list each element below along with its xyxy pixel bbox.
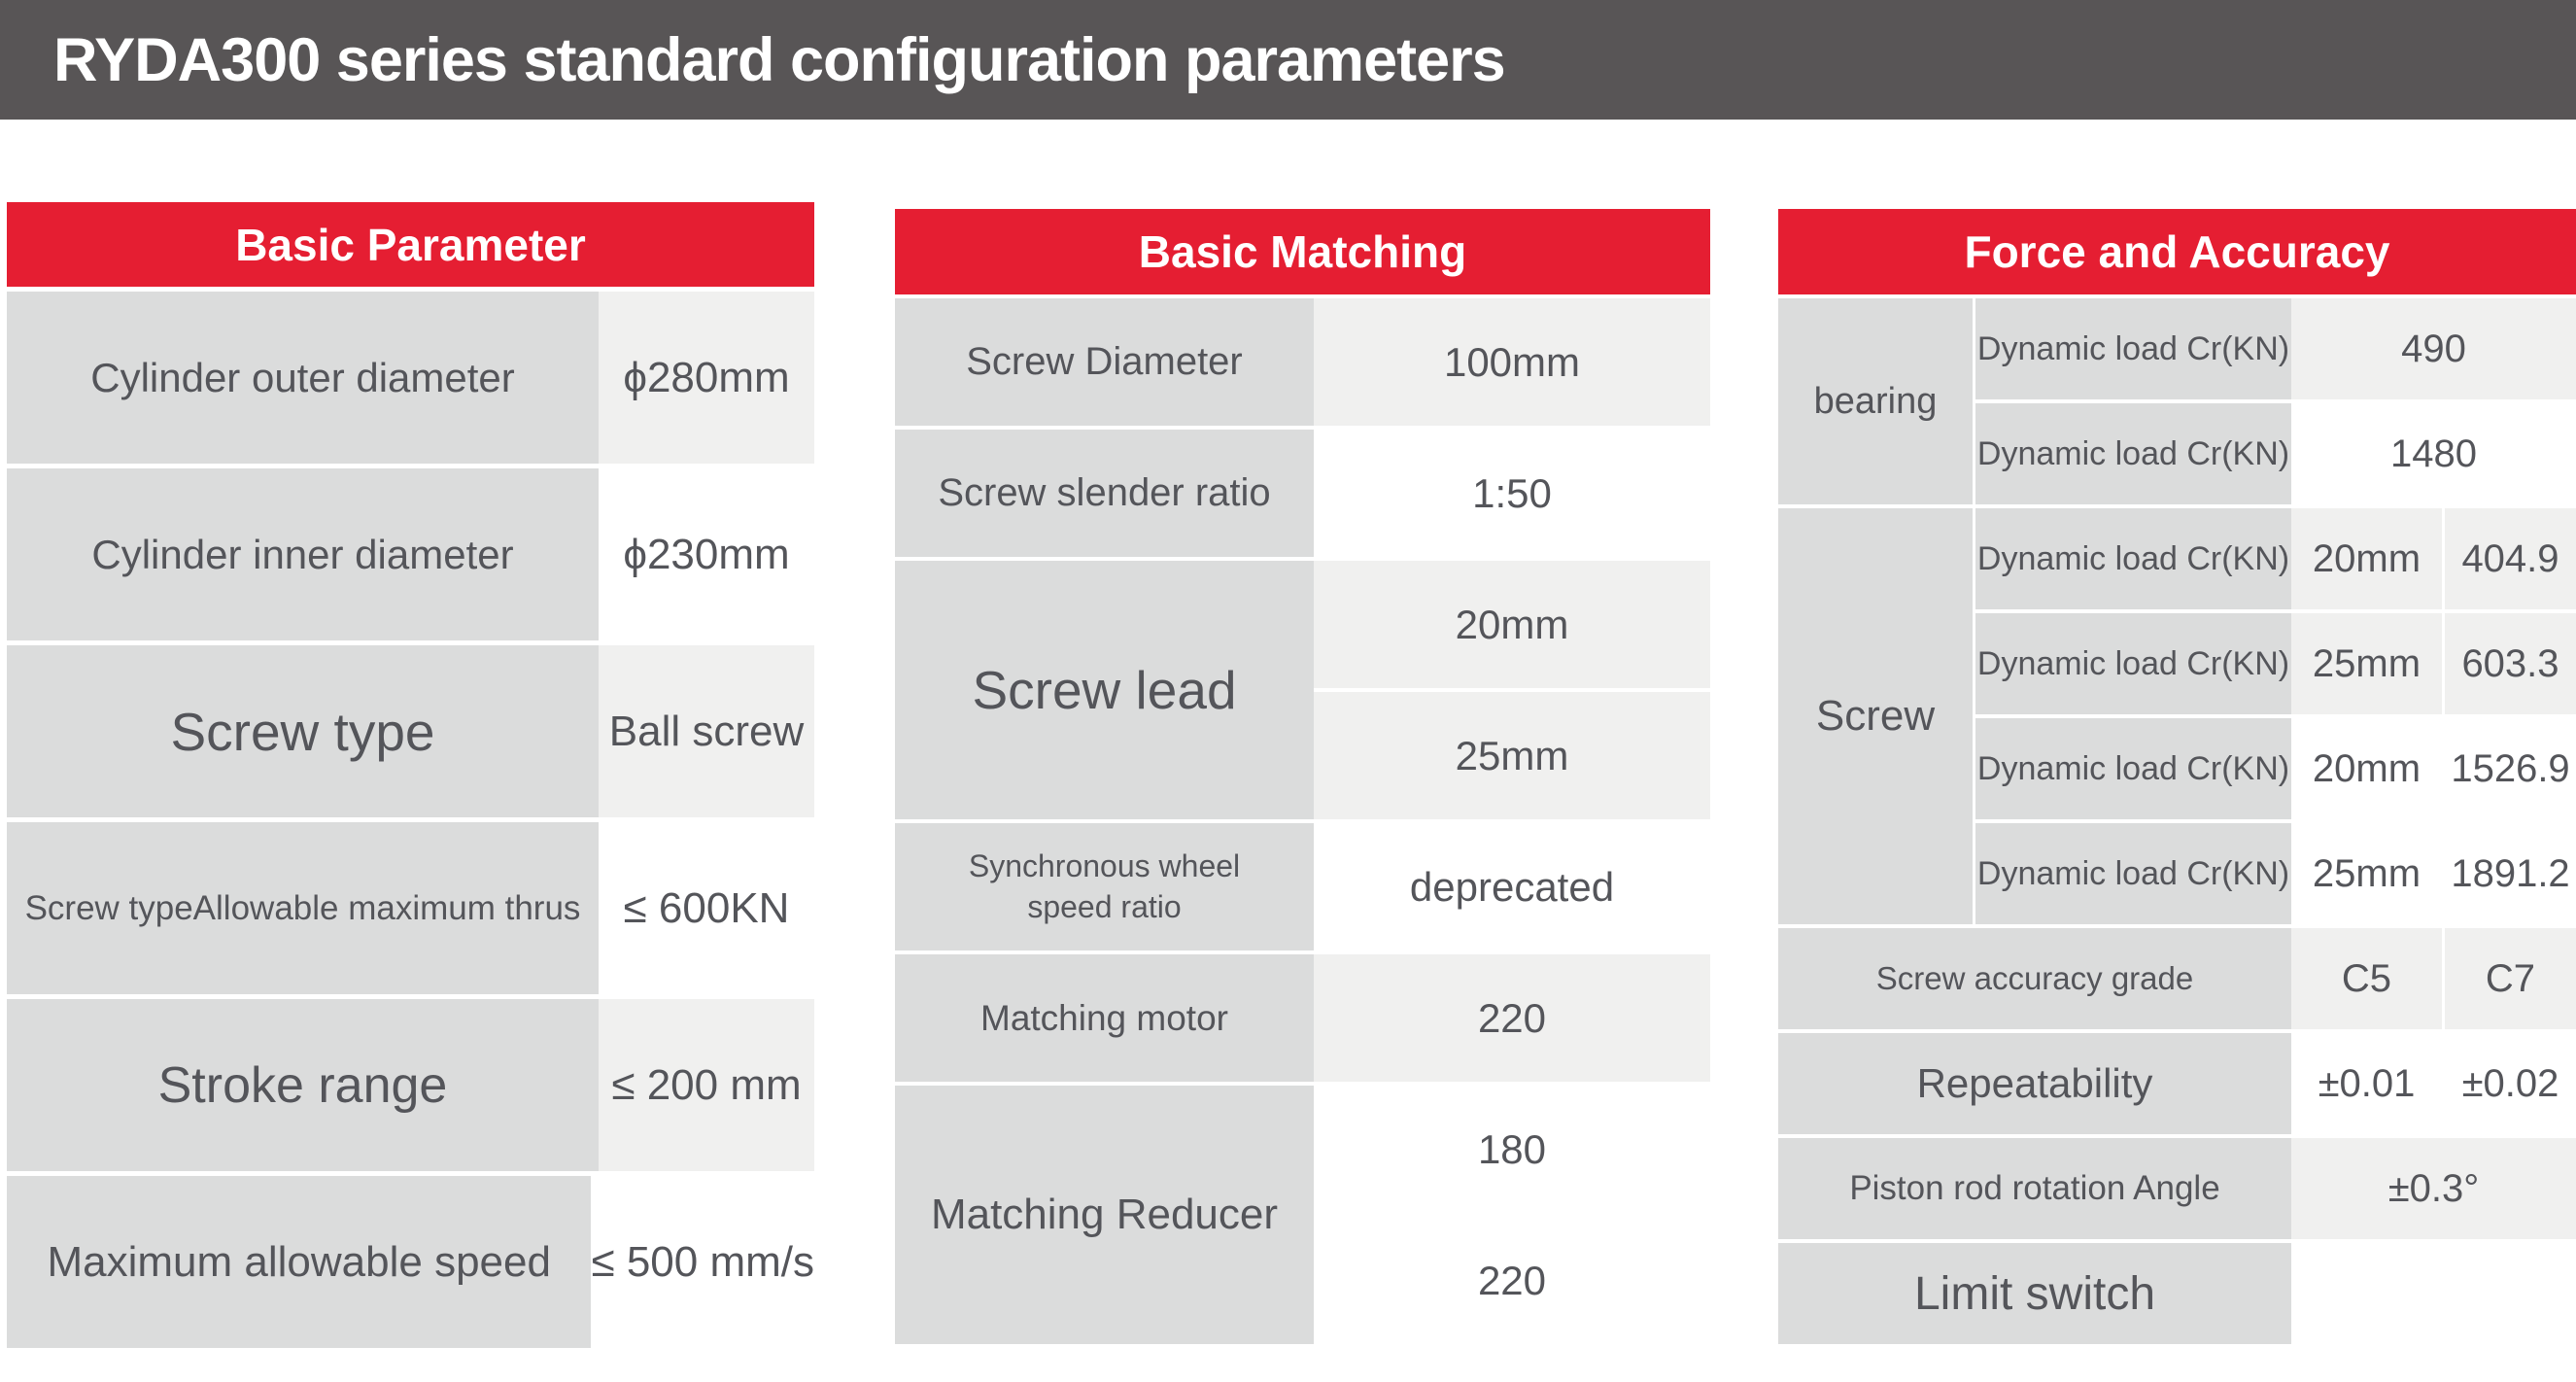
row-value: ≤ 500 mm/s	[591, 1176, 814, 1348]
row-label: Cylinder inner diameter	[7, 468, 599, 640]
row-value: ≤ 600KN	[599, 822, 814, 994]
table-header: Basic Parameter	[7, 202, 814, 287]
group-bearing: bearing Dynamic load Cr(KN) 490 Dynamic …	[1778, 298, 2576, 504]
value-cell: 603.3	[2445, 613, 2576, 714]
row-value: 220	[1314, 954, 1710, 1082]
table-row-group: Screw lead 20mm 25mm	[895, 561, 1710, 819]
row-label: Screw Diameter	[895, 298, 1314, 426]
title-bar: RYDA300 series standard configuration pa…	[0, 0, 2576, 120]
value-cell: 1480	[2291, 403, 2576, 504]
value-cell: ±0.3°	[2291, 1138, 2576, 1239]
row-label: Piston rod rotation Angle	[1778, 1138, 2291, 1239]
table-row: Screw accuracy grade C5 C7	[1778, 928, 2576, 1029]
table-row: Dynamic load Cr(KN) 490	[1975, 298, 2576, 399]
row-value: Ball screw	[599, 645, 814, 817]
table-row: Dynamic load Cr(KN) 20mm 404.9	[1975, 508, 2576, 609]
table-row: Dynamic load Cr(KN) 25mm 1891.2	[1975, 823, 2576, 924]
row-value: 180	[1314, 1086, 1710, 1213]
table-row: Stroke range ≤ 200 mm	[7, 999, 814, 1171]
param-cell: Dynamic load Cr(KN)	[1975, 613, 2291, 714]
row-value: 100mm	[1314, 298, 1710, 426]
param-cell: Dynamic load Cr(KN)	[1975, 403, 2291, 504]
row-label: Screw accuracy grade	[1778, 928, 2291, 1029]
group-cell: bearing	[1778, 298, 1973, 504]
size-cell: 20mm	[2291, 718, 2442, 819]
group-rows: Dynamic load Cr(KN) 20mm 404.9 Dynamic l…	[1975, 508, 2576, 924]
row-value: 20mm	[1314, 561, 1710, 688]
value-cell: C7	[2445, 928, 2576, 1029]
row-value: ϕ230mm	[599, 468, 814, 640]
table-row: Dynamic load Cr(KN) 25mm 603.3	[1975, 613, 2576, 714]
table-force-and-accuracy: Force and Accuracy bearing Dynamic load …	[1778, 209, 2576, 1348]
page-title: RYDA300 series standard configuration pa…	[53, 25, 1506, 94]
value-cell	[2291, 1243, 2576, 1344]
table-row: Screw slender ratio 1:50	[895, 430, 1710, 557]
row-label: Matching Reducer	[895, 1086, 1314, 1344]
row-value: ≤ 200 mm	[599, 999, 814, 1171]
table-row: Screw typeAllowable maximum thrus ≤ 600K…	[7, 822, 814, 994]
value-cell: ±0.02	[2445, 1033, 2576, 1134]
value-cell: 404.9	[2445, 508, 2576, 609]
table-row-group: Matching Reducer 180 220	[895, 1086, 1710, 1344]
group-rows: Dynamic load Cr(KN) 490 Dynamic load Cr(…	[1975, 298, 2576, 504]
table-row: Maximum allowable speed ≤ 500 mm/s	[7, 1176, 814, 1348]
row-label: Stroke range	[7, 999, 599, 1171]
table-row: Piston rod rotation Angle ±0.3°	[1778, 1138, 2576, 1239]
size-cell: 25mm	[2291, 613, 2442, 714]
row-value: ϕ280mm	[599, 292, 814, 464]
table-row: Cylinder outer diameter ϕ280mm	[7, 292, 814, 464]
param-cell: Dynamic load Cr(KN)	[1975, 718, 2291, 819]
row-value-stack: 180 220	[1314, 1086, 1710, 1344]
table-basic-matching: Basic Matching Screw Diameter 100mm Scre…	[895, 209, 1710, 1348]
row-value: deprecated	[1314, 823, 1710, 950]
group-cell: Screw	[1778, 508, 1973, 924]
value-cell: 490	[2291, 298, 2576, 399]
param-cell: Dynamic load Cr(KN)	[1975, 823, 2291, 924]
table-basic-parameter: Basic Parameter Cylinder outer diameter …	[7, 202, 814, 1353]
value-cell: C5	[2291, 928, 2442, 1029]
param-cell: Dynamic load Cr(KN)	[1975, 508, 2291, 609]
row-label: Screw lead	[895, 561, 1314, 819]
row-value: 25mm	[1314, 692, 1710, 819]
table-row: Dynamic load Cr(KN) 20mm 1526.9	[1975, 718, 2576, 819]
size-cell: 25mm	[2291, 823, 2442, 924]
row-label: Screw slender ratio	[895, 430, 1314, 557]
value-cell: ±0.01	[2291, 1033, 2442, 1134]
table-row: Screw type Ball screw	[7, 645, 814, 817]
table-row: Matching motor 220	[895, 954, 1710, 1082]
row-label: Repeatability	[1778, 1033, 2291, 1134]
table-row: Synchronous wheel speed ratio deprecated	[895, 823, 1710, 950]
row-label: Limit switch	[1778, 1243, 2291, 1344]
row-label: Screw type	[7, 645, 599, 817]
param-cell: Dynamic load Cr(KN)	[1975, 298, 2291, 399]
value-cell: 1526.9	[2445, 718, 2576, 819]
row-label: Synchronous wheel speed ratio	[895, 823, 1314, 950]
table-row: Limit switch	[1778, 1243, 2576, 1344]
table-header: Force and Accuracy	[1778, 209, 2576, 294]
size-cell: 20mm	[2291, 508, 2442, 609]
row-value-stack: 20mm 25mm	[1314, 561, 1710, 819]
row-value: 220	[1314, 1217, 1710, 1344]
table-row: Repeatability ±0.01 ±0.02	[1778, 1033, 2576, 1134]
value-cell: 1891.2	[2445, 823, 2576, 924]
row-label: Screw typeAllowable maximum thrus	[7, 822, 599, 994]
table-row: Dynamic load Cr(KN) 1480	[1975, 403, 2576, 504]
row-label: Cylinder outer diameter	[7, 292, 599, 464]
table-row: Cylinder inner diameter ϕ230mm	[7, 468, 814, 640]
table-header: Basic Matching	[895, 209, 1710, 294]
row-label: Matching motor	[895, 954, 1314, 1082]
row-label: Maximum allowable speed	[7, 1176, 592, 1348]
row-value: 1:50	[1314, 430, 1710, 557]
table-row: Screw Diameter 100mm	[895, 298, 1710, 426]
group-screw: Screw Dynamic load Cr(KN) 20mm 404.9 Dyn…	[1778, 508, 2576, 924]
